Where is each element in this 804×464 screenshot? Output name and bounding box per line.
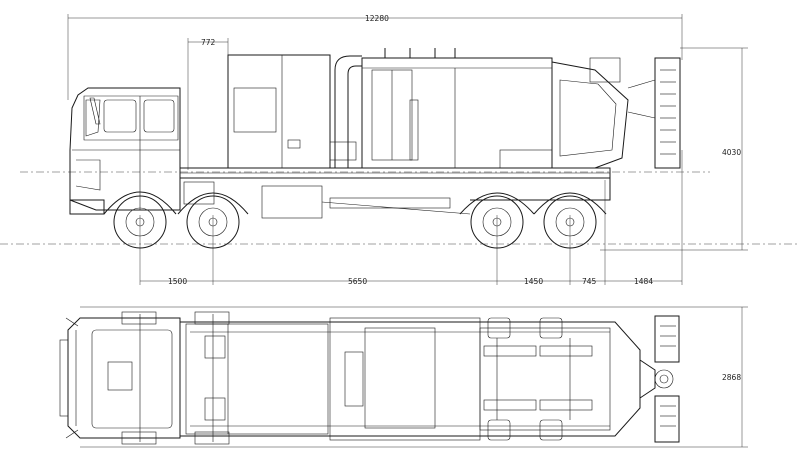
rear-arm-side bbox=[627, 57, 681, 169]
dim-axle-3-4: 1450 bbox=[524, 277, 543, 286]
dim-overall-length: 12280 bbox=[365, 14, 389, 23]
side-wheels bbox=[113, 195, 597, 249]
dim-overall-height: 4030 bbox=[722, 148, 741, 157]
dim-axle-1-2: 1500 bbox=[168, 277, 187, 286]
side-view bbox=[69, 48, 681, 249]
dim-rear-axle-to-frame: 745 bbox=[582, 277, 597, 286]
dim-axle-2-3: 5650 bbox=[348, 277, 367, 286]
dim-front-overhang: 772 bbox=[201, 38, 216, 47]
plan-view bbox=[59, 311, 680, 445]
dim-overall-width: 2868 bbox=[722, 373, 741, 382]
dimension-lines bbox=[0, 14, 800, 448]
plan-rear-axles bbox=[479, 317, 611, 441]
dim-rear-overhang: 1484 bbox=[634, 277, 653, 286]
